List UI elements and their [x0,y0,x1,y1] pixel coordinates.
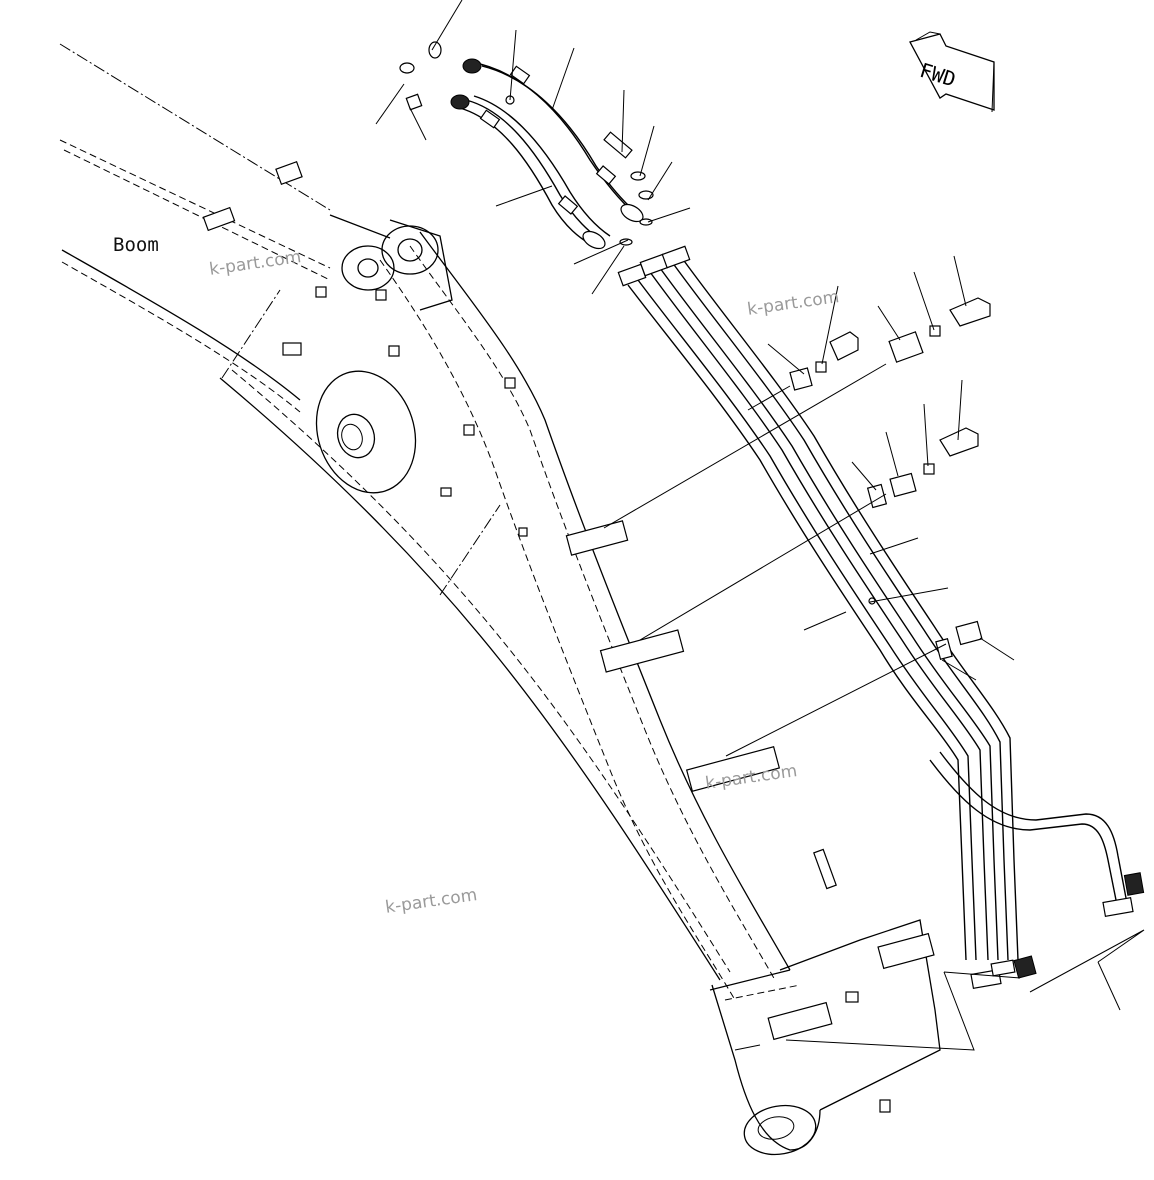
steel-pipe-assembly [617,245,1145,990]
boom-outline [59,43,941,1156]
boom-clamp-brackets [202,160,935,1113]
boom-label: Boom [113,234,159,256]
forward-direction-arrow [909,31,995,113]
leader-lines [375,0,1145,1051]
hose-assembly [399,41,654,250]
pipe-clamps [789,297,991,660]
